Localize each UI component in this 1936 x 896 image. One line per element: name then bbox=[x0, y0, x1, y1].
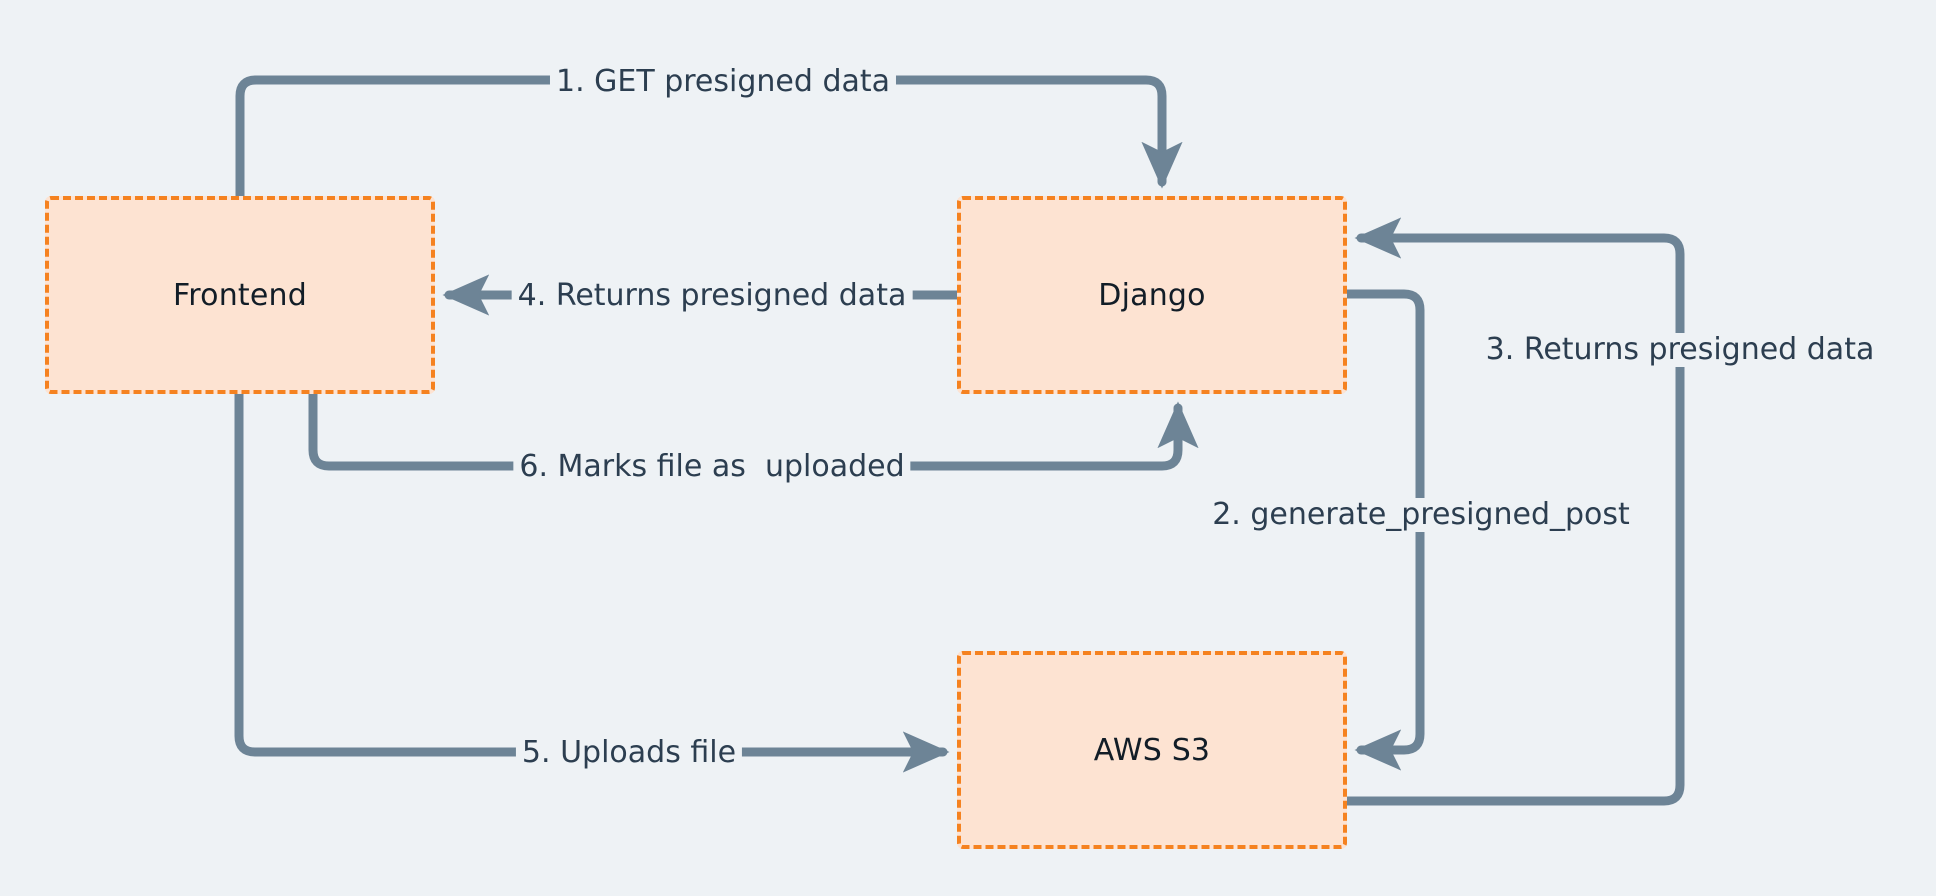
edge-label-2: 2. generate_presigned_post bbox=[1206, 498, 1636, 532]
node-frontend[interactable]: Frontend bbox=[45, 196, 435, 394]
node-django[interactable]: Django bbox=[957, 196, 1347, 394]
edge-label-6: 6. Marks file as uploaded bbox=[513, 450, 911, 484]
edge-label-4: 4. Returns presigned data bbox=[511, 279, 913, 313]
node-frontend-label: Frontend bbox=[173, 277, 307, 313]
edge-label-5: 5. Uploads file bbox=[515, 736, 743, 770]
node-aws-s3-label: AWS S3 bbox=[1093, 732, 1211, 768]
edge-5-path bbox=[234, 389, 950, 773]
edge-3-path bbox=[1342, 217, 1685, 806]
node-aws-s3[interactable]: AWS S3 bbox=[957, 651, 1347, 849]
edge-label-3: 3. Returns presigned data bbox=[1479, 333, 1881, 367]
edge-label-1: 1. GET presigned data bbox=[549, 65, 897, 99]
node-django-label: Django bbox=[1098, 277, 1206, 313]
